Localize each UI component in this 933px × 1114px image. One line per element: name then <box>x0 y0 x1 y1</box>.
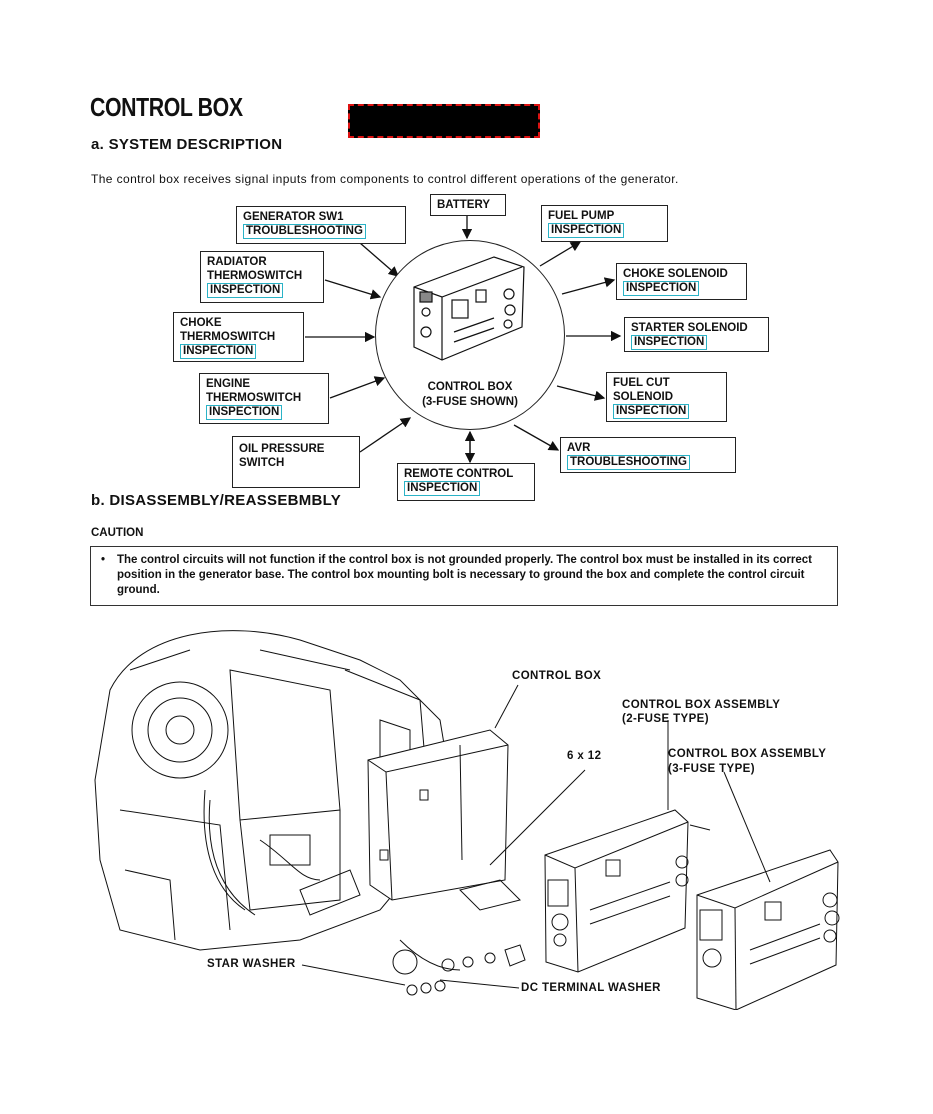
fuel-pump-label: FUEL PUMP <box>548 210 615 222</box>
arrow-engine-thermo <box>329 376 386 399</box>
arrow-generator-sw1 <box>359 242 399 277</box>
radiator-thermoswitch-box: RADIATOR THERMOSWITCH INSPECTION <box>200 251 324 303</box>
oil-pressure-label-line2: SWITCH <box>239 457 285 469</box>
control-box-3fuse-drawing <box>696 849 840 1010</box>
control-box-callout: CONTROL BOX <box>512 670 602 682</box>
assembly-3fuse-callout-line1: CONTROL BOX ASSEMBLY <box>668 748 827 760</box>
assembly-2fuse-callout-line1: CONTROL BOX ASSEMBLY <box>622 699 781 711</box>
dc-terminal-washer-callout: DC TERMINAL WASHER <box>521 982 661 994</box>
generator-engine-drawing <box>94 630 451 951</box>
starter-solenoid-inspection-link[interactable]: INSPECTION <box>631 335 708 350</box>
caution-text: The control circuits will not function i… <box>117 554 812 596</box>
arrow-fuel-pump <box>539 241 582 267</box>
caution-box: • The control circuits will not function… <box>90 546 838 606</box>
fuel-pump-inspection-link[interactable]: INSPECTION <box>548 223 625 238</box>
generator-sw1-troubleshooting-link[interactable]: TROUBLESHOOTING <box>243 224 366 239</box>
generator-sw1-box: GENERATOR SW1 TROUBLESHOOTING <box>236 206 406 244</box>
section-a-description: The control box receives signal inputs f… <box>91 172 679 186</box>
center-label-line1: CONTROL BOX <box>427 381 513 393</box>
fuel-cut-solenoid-box: FUEL CUT SOLENOID INSPECTION <box>606 372 727 422</box>
caution-heading: CAUTION <box>91 527 144 539</box>
battery-box: BATTERY <box>430 194 506 216</box>
generator-sw1-label: GENERATOR SW1 <box>243 211 344 223</box>
arrow-radiator <box>324 279 382 300</box>
choke-thermo-label-line1: CHOKE <box>180 317 222 329</box>
radiator-inspection-link[interactable]: INSPECTION <box>207 283 284 298</box>
remote-control-inspection-link[interactable]: INSPECTION <box>404 481 481 496</box>
diagram-arrows <box>305 215 622 464</box>
fuel-pump-box: FUEL PUMP INSPECTION <box>541 205 668 242</box>
section-b-heading: b. DISASSEMBLY/REASSEBMBLY <box>91 492 342 509</box>
choke-solenoid-label: CHOKE SOLENOID <box>623 268 728 280</box>
disassembly-illustration <box>94 630 840 1010</box>
oil-pressure-switch-box: OIL PRESSURE SWITCH <box>232 436 360 488</box>
starter-solenoid-label: STARTER SOLENOID <box>631 322 748 334</box>
center-label-line2: (3-FUSE SHOWN) <box>422 396 518 408</box>
redacted-bar <box>348 104 540 138</box>
avr-troubleshooting-link[interactable]: TROUBLESHOOTING <box>567 455 690 470</box>
control-box-image <box>413 256 525 361</box>
section-a-heading: a. SYSTEM DESCRIPTION <box>91 136 283 153</box>
fuel-cut-inspection-link[interactable]: INSPECTION <box>613 404 690 419</box>
starter-solenoid-box: STARTER SOLENOID INSPECTION <box>624 317 769 352</box>
fuel-cut-label-line2: SOLENOID <box>613 391 674 403</box>
avr-label: AVR <box>567 442 591 454</box>
radiator-label-line2: THERMOSWITCH <box>207 270 303 282</box>
arrow-oil-pressure <box>359 417 412 453</box>
engine-thermo-inspection-link[interactable]: INSPECTION <box>206 405 283 420</box>
choke-solenoid-inspection-link[interactable]: INSPECTION <box>623 281 700 296</box>
engine-thermo-label-line2: THERMOSWITCH <box>206 392 302 404</box>
arrow-avr <box>513 424 560 451</box>
control-box-housing-drawing <box>367 729 509 901</box>
remote-control-box: REMOTE CONTROL INSPECTION <box>397 463 535 501</box>
choke-thermo-inspection-link[interactable]: INSPECTION <box>180 344 257 359</box>
control-box-2fuse-drawing <box>544 809 689 973</box>
engine-thermoswitch-box: ENGINE THERMOSWITCH INSPECTION <box>199 373 329 424</box>
fuel-cut-label-line1: FUEL CUT <box>613 377 670 389</box>
caution-bullet: • <box>101 554 106 566</box>
bolt-size-callout: 6 x 12 <box>567 750 602 762</box>
choke-thermoswitch-box: CHOKE THERMOSWITCH INSPECTION <box>173 312 304 362</box>
assembly-2fuse-callout-line2: (2-FUSE TYPE) <box>622 713 709 725</box>
choke-solenoid-box: CHOKE SOLENOID INSPECTION <box>616 263 747 300</box>
arrow-choke-solenoid <box>561 277 616 295</box>
choke-thermo-label-line2: THERMOSWITCH <box>180 331 276 343</box>
battery-label: BATTERY <box>437 199 491 211</box>
avr-box: AVR TROUBLESHOOTING <box>560 437 736 473</box>
arrow-fuel-cut <box>556 385 606 401</box>
remote-control-label: REMOTE CONTROL <box>404 468 514 480</box>
radiator-label-line1: RADIATOR <box>207 256 267 268</box>
assembly-3fuse-callout-line2: (3-FUSE TYPE) <box>668 763 755 775</box>
oil-pressure-label-line1: OIL PRESSURE <box>239 443 325 455</box>
engine-thermo-label-line1: ENGINE <box>206 378 251 390</box>
control-box-center-label: CONTROL BOX (3-FUSE SHOWN) <box>420 380 520 410</box>
page-title: CONTROL BOX <box>90 92 243 122</box>
star-washer-callout: STAR WASHER <box>207 958 296 970</box>
